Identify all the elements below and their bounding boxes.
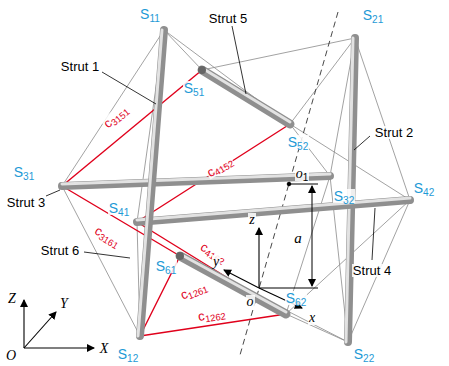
cable-label: c1261	[178, 278, 210, 301]
red-cables	[62, 70, 290, 336]
node-label: S62	[285, 291, 308, 305]
leader-lines	[46, 26, 375, 260]
node-label: S52	[287, 135, 310, 149]
axis-label: Y	[59, 297, 69, 311]
origin-label: o	[246, 295, 255, 309]
node-label: S11	[139, 7, 161, 21]
strut-label: Strut 4	[352, 264, 392, 277]
axis-label: x	[308, 311, 316, 325]
node-label: S51	[183, 81, 206, 95]
node-label: S41	[108, 201, 131, 215]
node-label: S32	[333, 189, 356, 203]
node-label: S61	[155, 259, 178, 273]
axis-label: Z	[7, 292, 17, 306]
strut-label: Strut 6	[40, 244, 80, 257]
origin-label: o1	[295, 167, 310, 181]
gray-cables	[62, 30, 410, 342]
dimension-label: a	[293, 231, 303, 246]
cable-label: c1262	[197, 305, 228, 322]
cable-label: c3151	[101, 102, 132, 131]
strut-label: Strut 2	[374, 126, 414, 139]
node-label: S12	[117, 347, 140, 361]
center-axis	[240, 12, 338, 355]
strut-label: Strut 5	[208, 12, 248, 25]
strut-label: Strut 1	[60, 60, 100, 73]
strut-label: Strut 3	[6, 196, 46, 209]
node-label: S22	[353, 347, 376, 361]
node-label: S31	[13, 165, 36, 179]
axis-label: z	[248, 213, 255, 227]
node-label: S21	[362, 8, 385, 22]
axis-label: O	[5, 349, 17, 363]
axis-label: X	[99, 342, 110, 356]
cable-label: c4152	[204, 153, 236, 179]
struts	[62, 30, 410, 342]
cable-label: c3161	[92, 223, 124, 250]
axis-label: y	[212, 255, 220, 269]
node-label: S42	[413, 181, 436, 195]
dimension-a	[259, 182, 318, 288]
